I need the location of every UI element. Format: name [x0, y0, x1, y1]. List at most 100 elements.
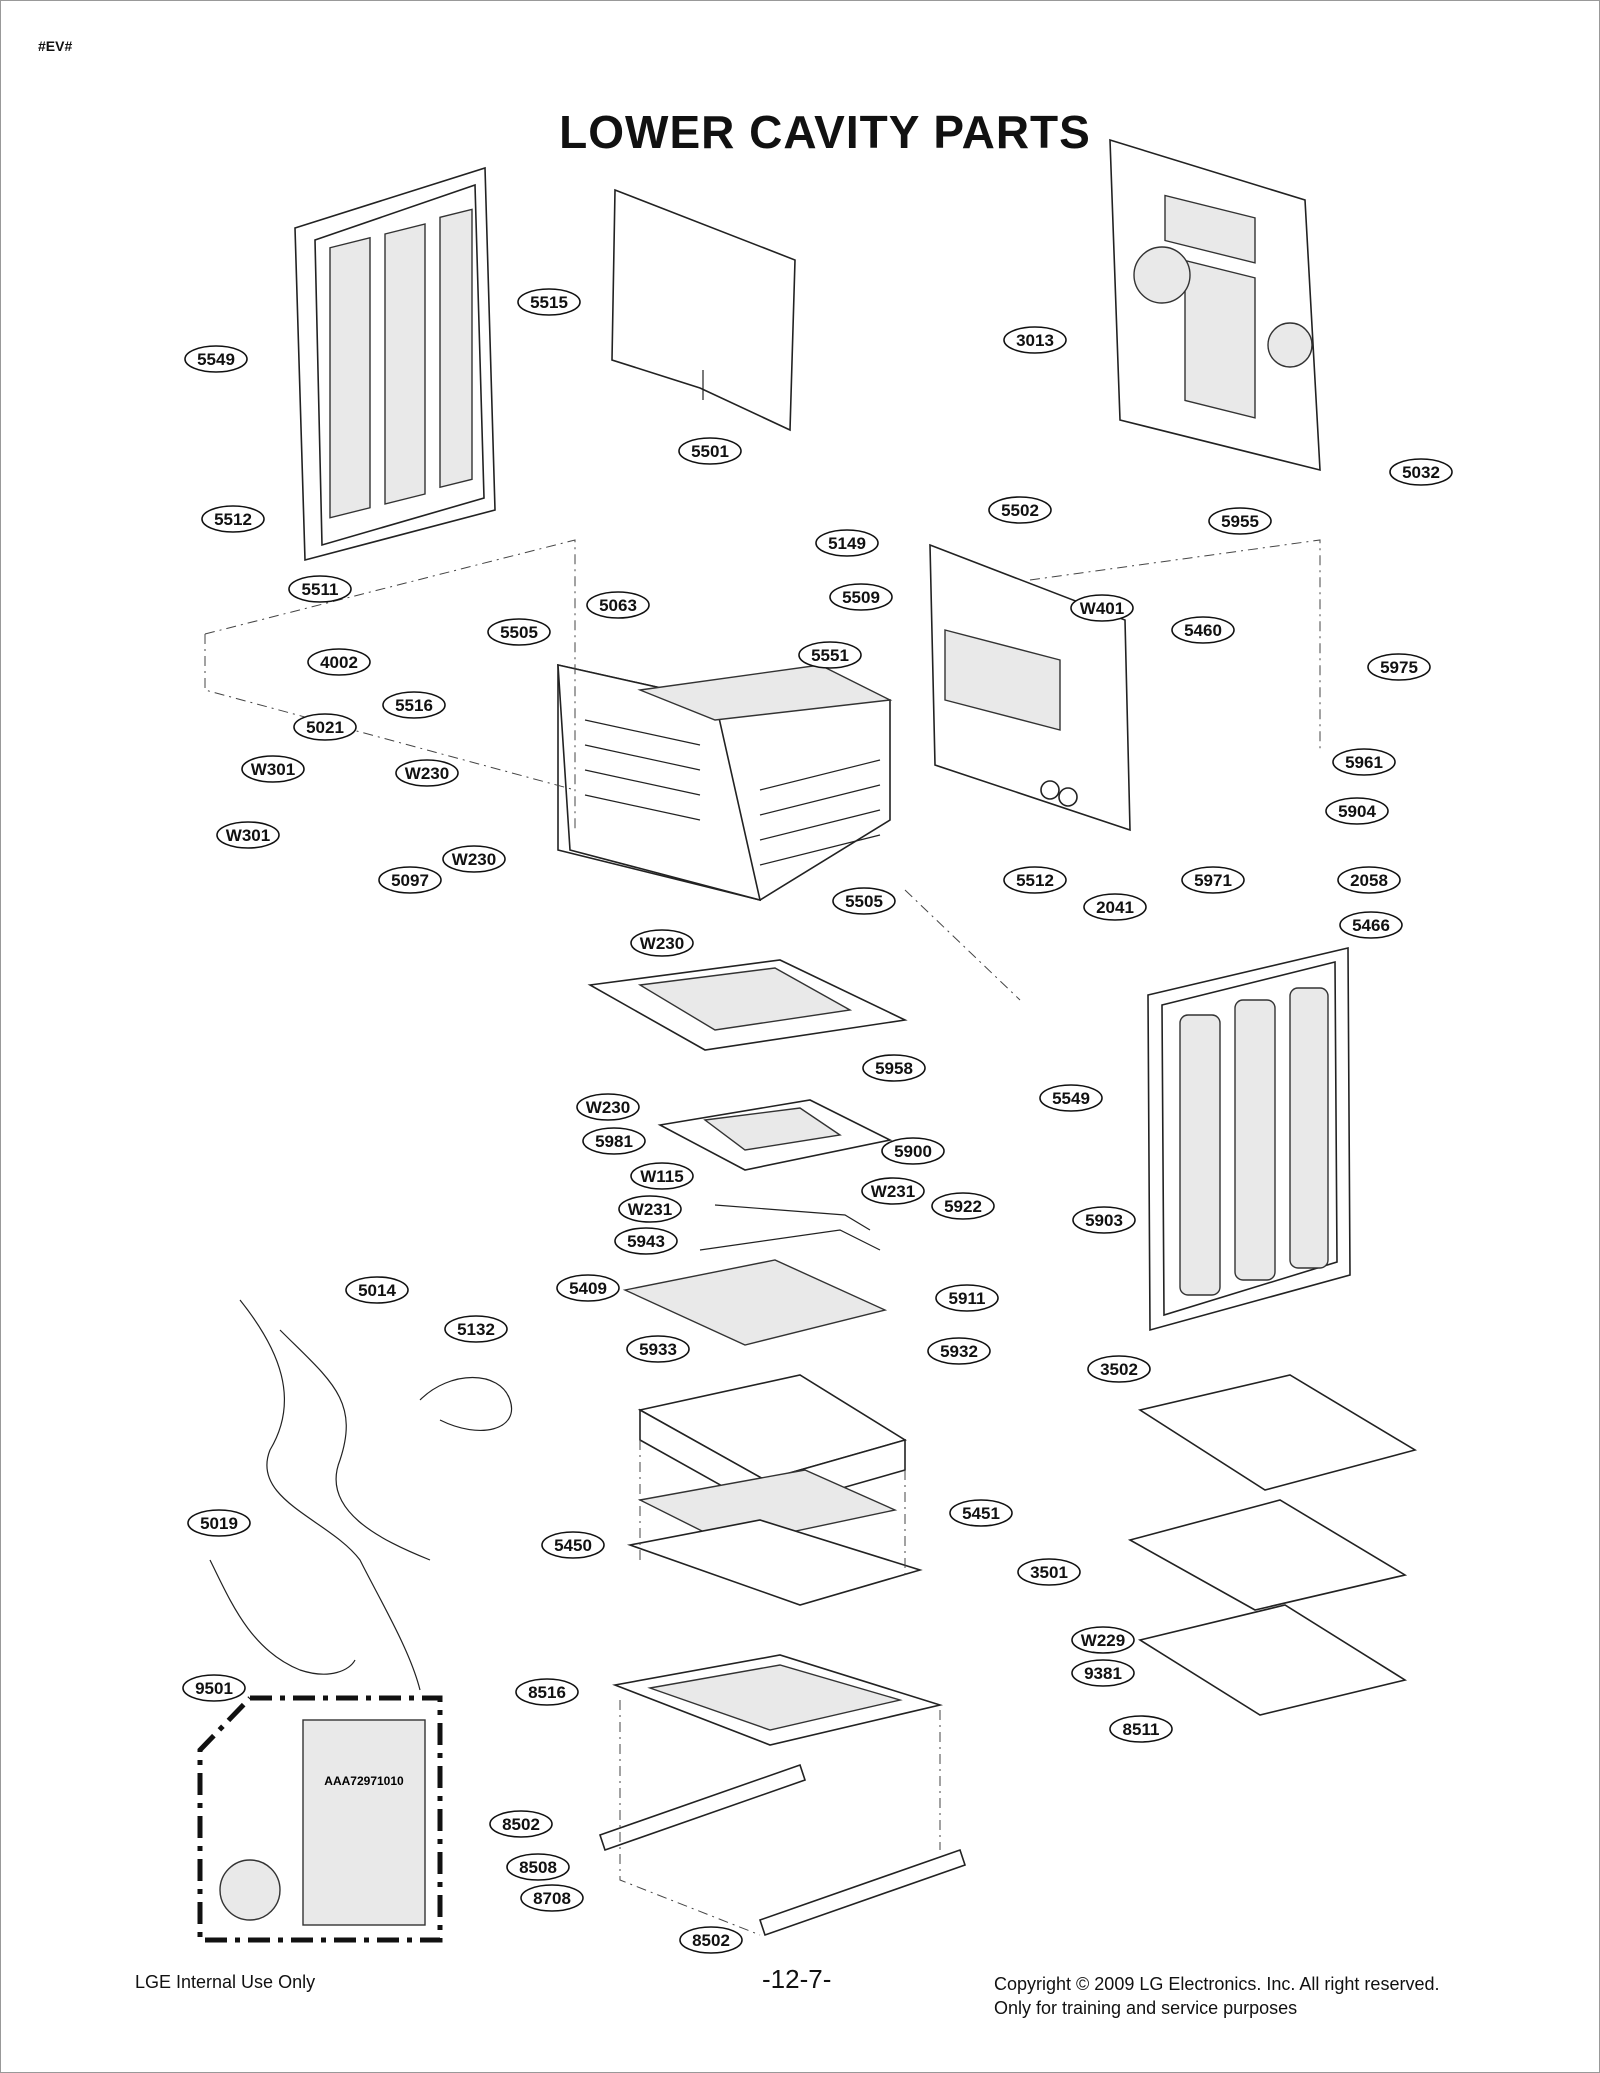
reference-lines [204, 539, 1321, 1936]
callout-bubble [201, 505, 265, 533]
corner-tag: #EV# [38, 38, 73, 54]
side-panel-left [294, 166, 496, 562]
callout-label: 5516 [395, 696, 433, 715]
bake-element [657, 1099, 893, 1251]
part-callout-w115: W115 [630, 1162, 694, 1190]
part-callout-5512: 5512 [1003, 866, 1067, 894]
part-callout-4002: 4002 [307, 648, 371, 676]
callout-label: 5903 [1085, 1211, 1123, 1230]
part-callout-8511: 8511 [1109, 1715, 1173, 1743]
part-callout-5032: 5032 [1389, 458, 1453, 486]
callout-label: 5409 [569, 1279, 607, 1298]
footer-purpose: Only for training and service purposes [994, 1998, 1298, 2018]
callout-bubble [556, 1274, 620, 1302]
callout-label: 5032 [1402, 463, 1440, 482]
callout-bubble [679, 1926, 743, 1954]
callout-label: 5063 [599, 596, 637, 615]
callout-layer: 5549551530135501551251495502503259555511… [182, 288, 1453, 1954]
part-callout-3502: 3502 [1087, 1355, 1151, 1383]
callout-label: W230 [586, 1098, 630, 1117]
callout-bubble [487, 618, 551, 646]
part-callout-3013: 3013 [1003, 326, 1067, 354]
part-callout-3501: 3501 [1017, 1558, 1081, 1586]
page-title: LOWER CAVITY PARTS [0, 105, 1600, 159]
part-callout-w301: W301 [241, 755, 305, 783]
oven-rack-guides [584, 719, 881, 866]
callout-bubble [618, 1195, 682, 1223]
part-callout-5549: 5549 [1039, 1084, 1103, 1112]
part-callout-9501: 9501 [182, 1674, 246, 1702]
callout-label: 5509 [842, 588, 880, 607]
callout-bubble [1071, 1659, 1135, 1687]
part-callout-5961: 5961 [1332, 748, 1396, 776]
insulation-plates [626, 1469, 923, 1606]
callout-bubble [931, 1192, 995, 1220]
callout-bubble [1171, 616, 1235, 644]
callout-bubble [1332, 748, 1396, 776]
part-callout-5132: 5132 [444, 1315, 508, 1343]
part-callout-5933: 5933 [626, 1335, 690, 1363]
callout-bubble [630, 1162, 694, 1190]
callout-label: 5900 [894, 1142, 932, 1161]
callout-label: 5466 [1352, 916, 1390, 935]
part-callout-5512: 5512 [201, 505, 265, 533]
callout-label: 5019 [200, 1514, 238, 1533]
callout-bubble [927, 1337, 991, 1365]
door-gasket [611, 188, 796, 432]
part-callout-5021: 5021 [293, 713, 357, 741]
callout-label: 5911 [949, 1289, 986, 1308]
callout-label: W231 [628, 1200, 672, 1219]
part-callout-5149: 5149 [815, 529, 879, 557]
callout-label: 8516 [528, 1683, 566, 1702]
part-callout-8502: 8502 [679, 1926, 743, 1954]
callout-bubble [1071, 1626, 1135, 1654]
part-callout-5409: 5409 [556, 1274, 620, 1302]
part-callout-w230: W230 [442, 845, 506, 873]
callout-label: 5512 [214, 510, 252, 529]
callout-bubble [626, 1335, 690, 1363]
callout-bubble [630, 929, 694, 957]
part-callout-5019: 5019 [187, 1509, 251, 1537]
callout-label: 5511 [302, 580, 339, 599]
callout-label: 5505 [845, 892, 883, 911]
part-callout-5014: 5014 [345, 1276, 409, 1304]
callout-label: 2041 [1096, 898, 1134, 917]
callout-bubble [614, 1227, 678, 1255]
callout-label: 5097 [391, 871, 429, 890]
callout-label: 5961 [1345, 753, 1383, 772]
footer-page-number: -12-7- [762, 1964, 832, 1994]
callout-bubble [678, 437, 742, 465]
callout-label: 5933 [639, 1340, 677, 1359]
callout-bubble [395, 759, 459, 787]
part-callout-5501: 5501 [678, 437, 742, 465]
callout-bubble [517, 288, 581, 316]
callout-label: 5922 [944, 1197, 982, 1216]
callout-bubble [1003, 326, 1067, 354]
part-callout-5451: 5451 [949, 1499, 1013, 1527]
part-callout-8508: 8508 [506, 1853, 570, 1881]
callout-label: 5460 [1184, 621, 1222, 640]
callout-bubble [378, 866, 442, 894]
part-callout-8708: 8708 [520, 1884, 584, 1912]
callout-label: W115 [640, 1167, 683, 1186]
part-callout-w229: W229 [1071, 1626, 1135, 1654]
part-callout-w230: W230 [395, 759, 459, 787]
callout-label: 5451 [962, 1504, 1000, 1523]
part-callout-5932: 5932 [927, 1337, 991, 1365]
part-callout-5903: 5903 [1072, 1206, 1136, 1234]
callout-label: W230 [640, 934, 684, 953]
callout-bubble [216, 821, 280, 849]
side-panel-right [1147, 946, 1351, 1332]
callout-label: 3502 [1100, 1360, 1138, 1379]
callout-label: W229 [1081, 1631, 1125, 1650]
callout-bubble [1072, 1206, 1136, 1234]
callout-bubble [988, 496, 1052, 524]
callout-label: W230 [405, 764, 449, 783]
part-callout-5900: 5900 [881, 1137, 945, 1165]
callout-label: 5132 [457, 1320, 495, 1339]
callout-bubble [382, 691, 446, 719]
part-callout-5551: 5551 [798, 641, 862, 669]
callout-label: 5932 [940, 1342, 978, 1361]
callout-bubble [184, 345, 248, 373]
part-callout-5958: 5958 [862, 1054, 926, 1082]
